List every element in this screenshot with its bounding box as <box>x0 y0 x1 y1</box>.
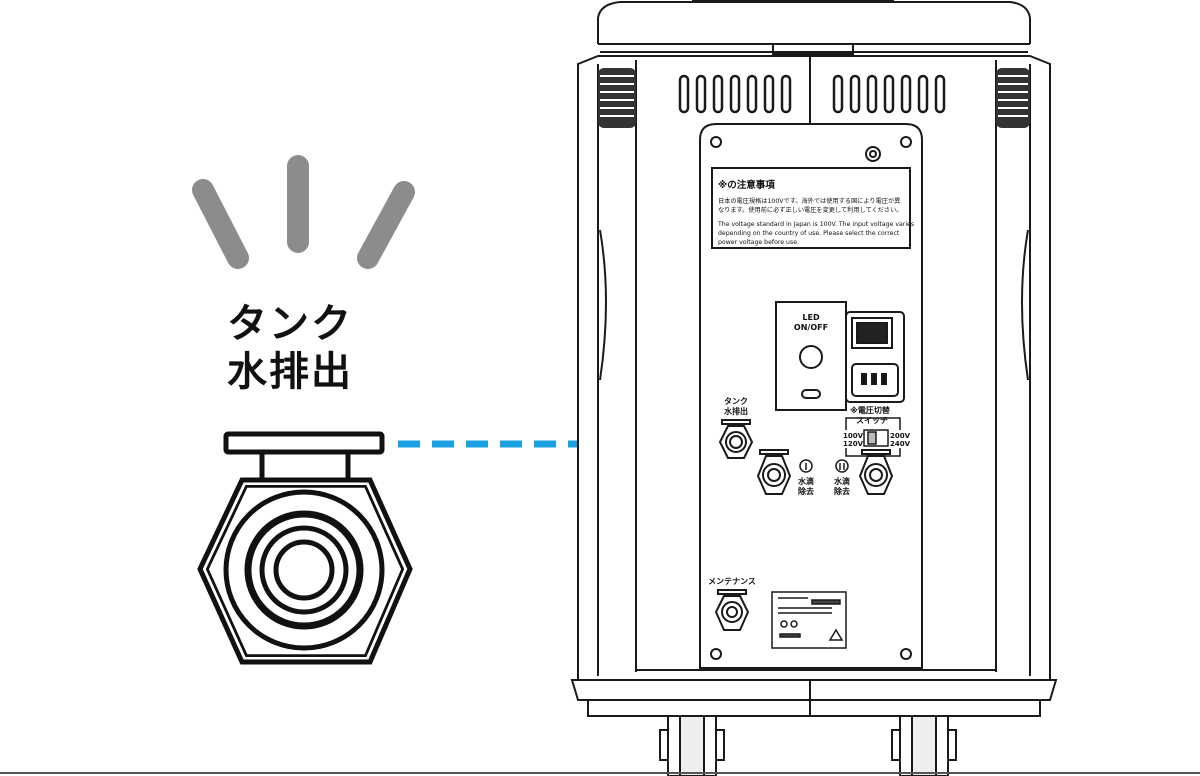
voltage-left-1: 100V <box>843 432 864 440</box>
tank-label-line2: 水排出 <box>723 406 748 416</box>
led-switch-box <box>775 301 847 411</box>
voltage-right-2: 240V <box>890 440 911 448</box>
drip-label-2-line1: 水滴 <box>833 476 850 486</box>
panel-screws <box>710 136 912 660</box>
maintenance-port-icon <box>714 589 750 631</box>
voltage-title-line2: スイッチ <box>856 416 888 425</box>
drip-port-2-icon <box>858 449 894 495</box>
notice-en-line3: power voltage before use. <box>718 239 799 246</box>
notice-jp-line1: 日本の電圧規格は100Vです。海外では使用する国により電圧が異 <box>718 197 900 205</box>
notice-jp-line2: なります。使用前に必ず正しい電圧を変更して利用してください。 <box>718 206 902 214</box>
led-label-line1: LED <box>802 313 820 322</box>
side-vent-lines <box>600 75 1028 117</box>
voltage-title-line1: ※電圧切替 <box>850 405 890 415</box>
callout-title-line1: タンク <box>227 301 353 347</box>
info-icon-1 <box>799 459 813 473</box>
voltage-left-2: 120V <box>843 440 864 448</box>
callout-title-line2: 水排出 <box>227 349 353 395</box>
notice-title: ※の注意事項 <box>718 179 775 191</box>
casters <box>659 715 957 776</box>
drip-label-1-line1: 水滴 <box>797 476 814 486</box>
notice-en-line1: The voltage standard in Japan is 100V. T… <box>717 221 914 228</box>
maintenance-label: メンテナンス <box>708 577 756 586</box>
drip-port-1-icon <box>756 449 792 495</box>
drip-label-2-line2: 除去 <box>834 486 850 496</box>
drip-label-1-line2: 除去 <box>798 486 814 496</box>
attention-rays-icon <box>192 155 415 269</box>
top-vent-slots <box>678 74 946 114</box>
info-icon-2 <box>835 459 849 473</box>
led-label-line2: ON/OFF <box>794 323 828 332</box>
rating-label-sticker <box>771 591 847 649</box>
power-module <box>845 311 905 403</box>
notice-en-line2: depending on the country of use. Please … <box>718 230 900 237</box>
tank-drain-port-icon <box>718 419 754 459</box>
voltage-right-1: 200V <box>890 432 911 440</box>
callout-title: タンク 水排出 <box>190 300 390 396</box>
drain-valve-enlarged-icon <box>197 431 413 665</box>
tank-label-line1: タンク <box>724 396 748 406</box>
